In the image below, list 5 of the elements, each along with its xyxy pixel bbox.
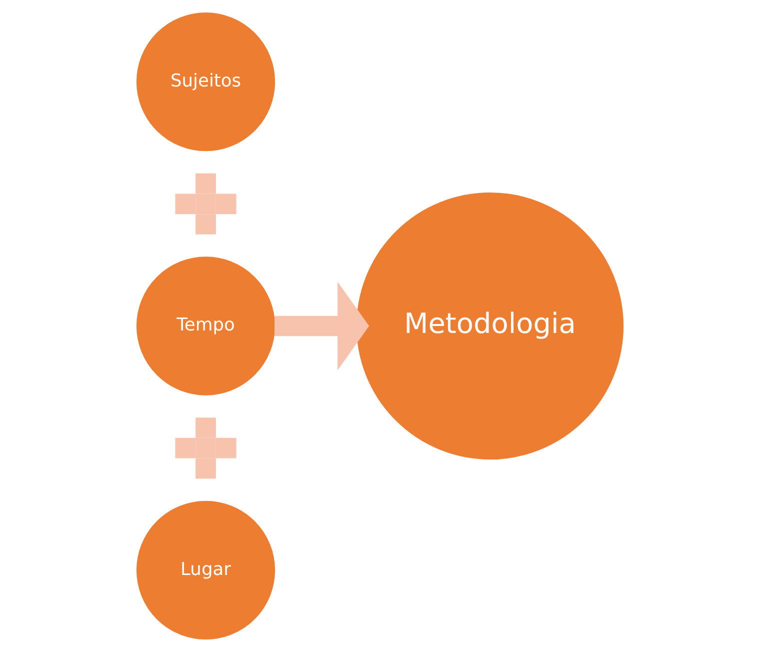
arrow	[274, 282, 369, 370]
node-circle: Sujeitos	[136, 12, 275, 152]
node-circle: Metodologia	[356, 192, 624, 460]
node-circle: Lugar	[136, 500, 275, 640]
node-circle: Tempo	[136, 256, 275, 396]
